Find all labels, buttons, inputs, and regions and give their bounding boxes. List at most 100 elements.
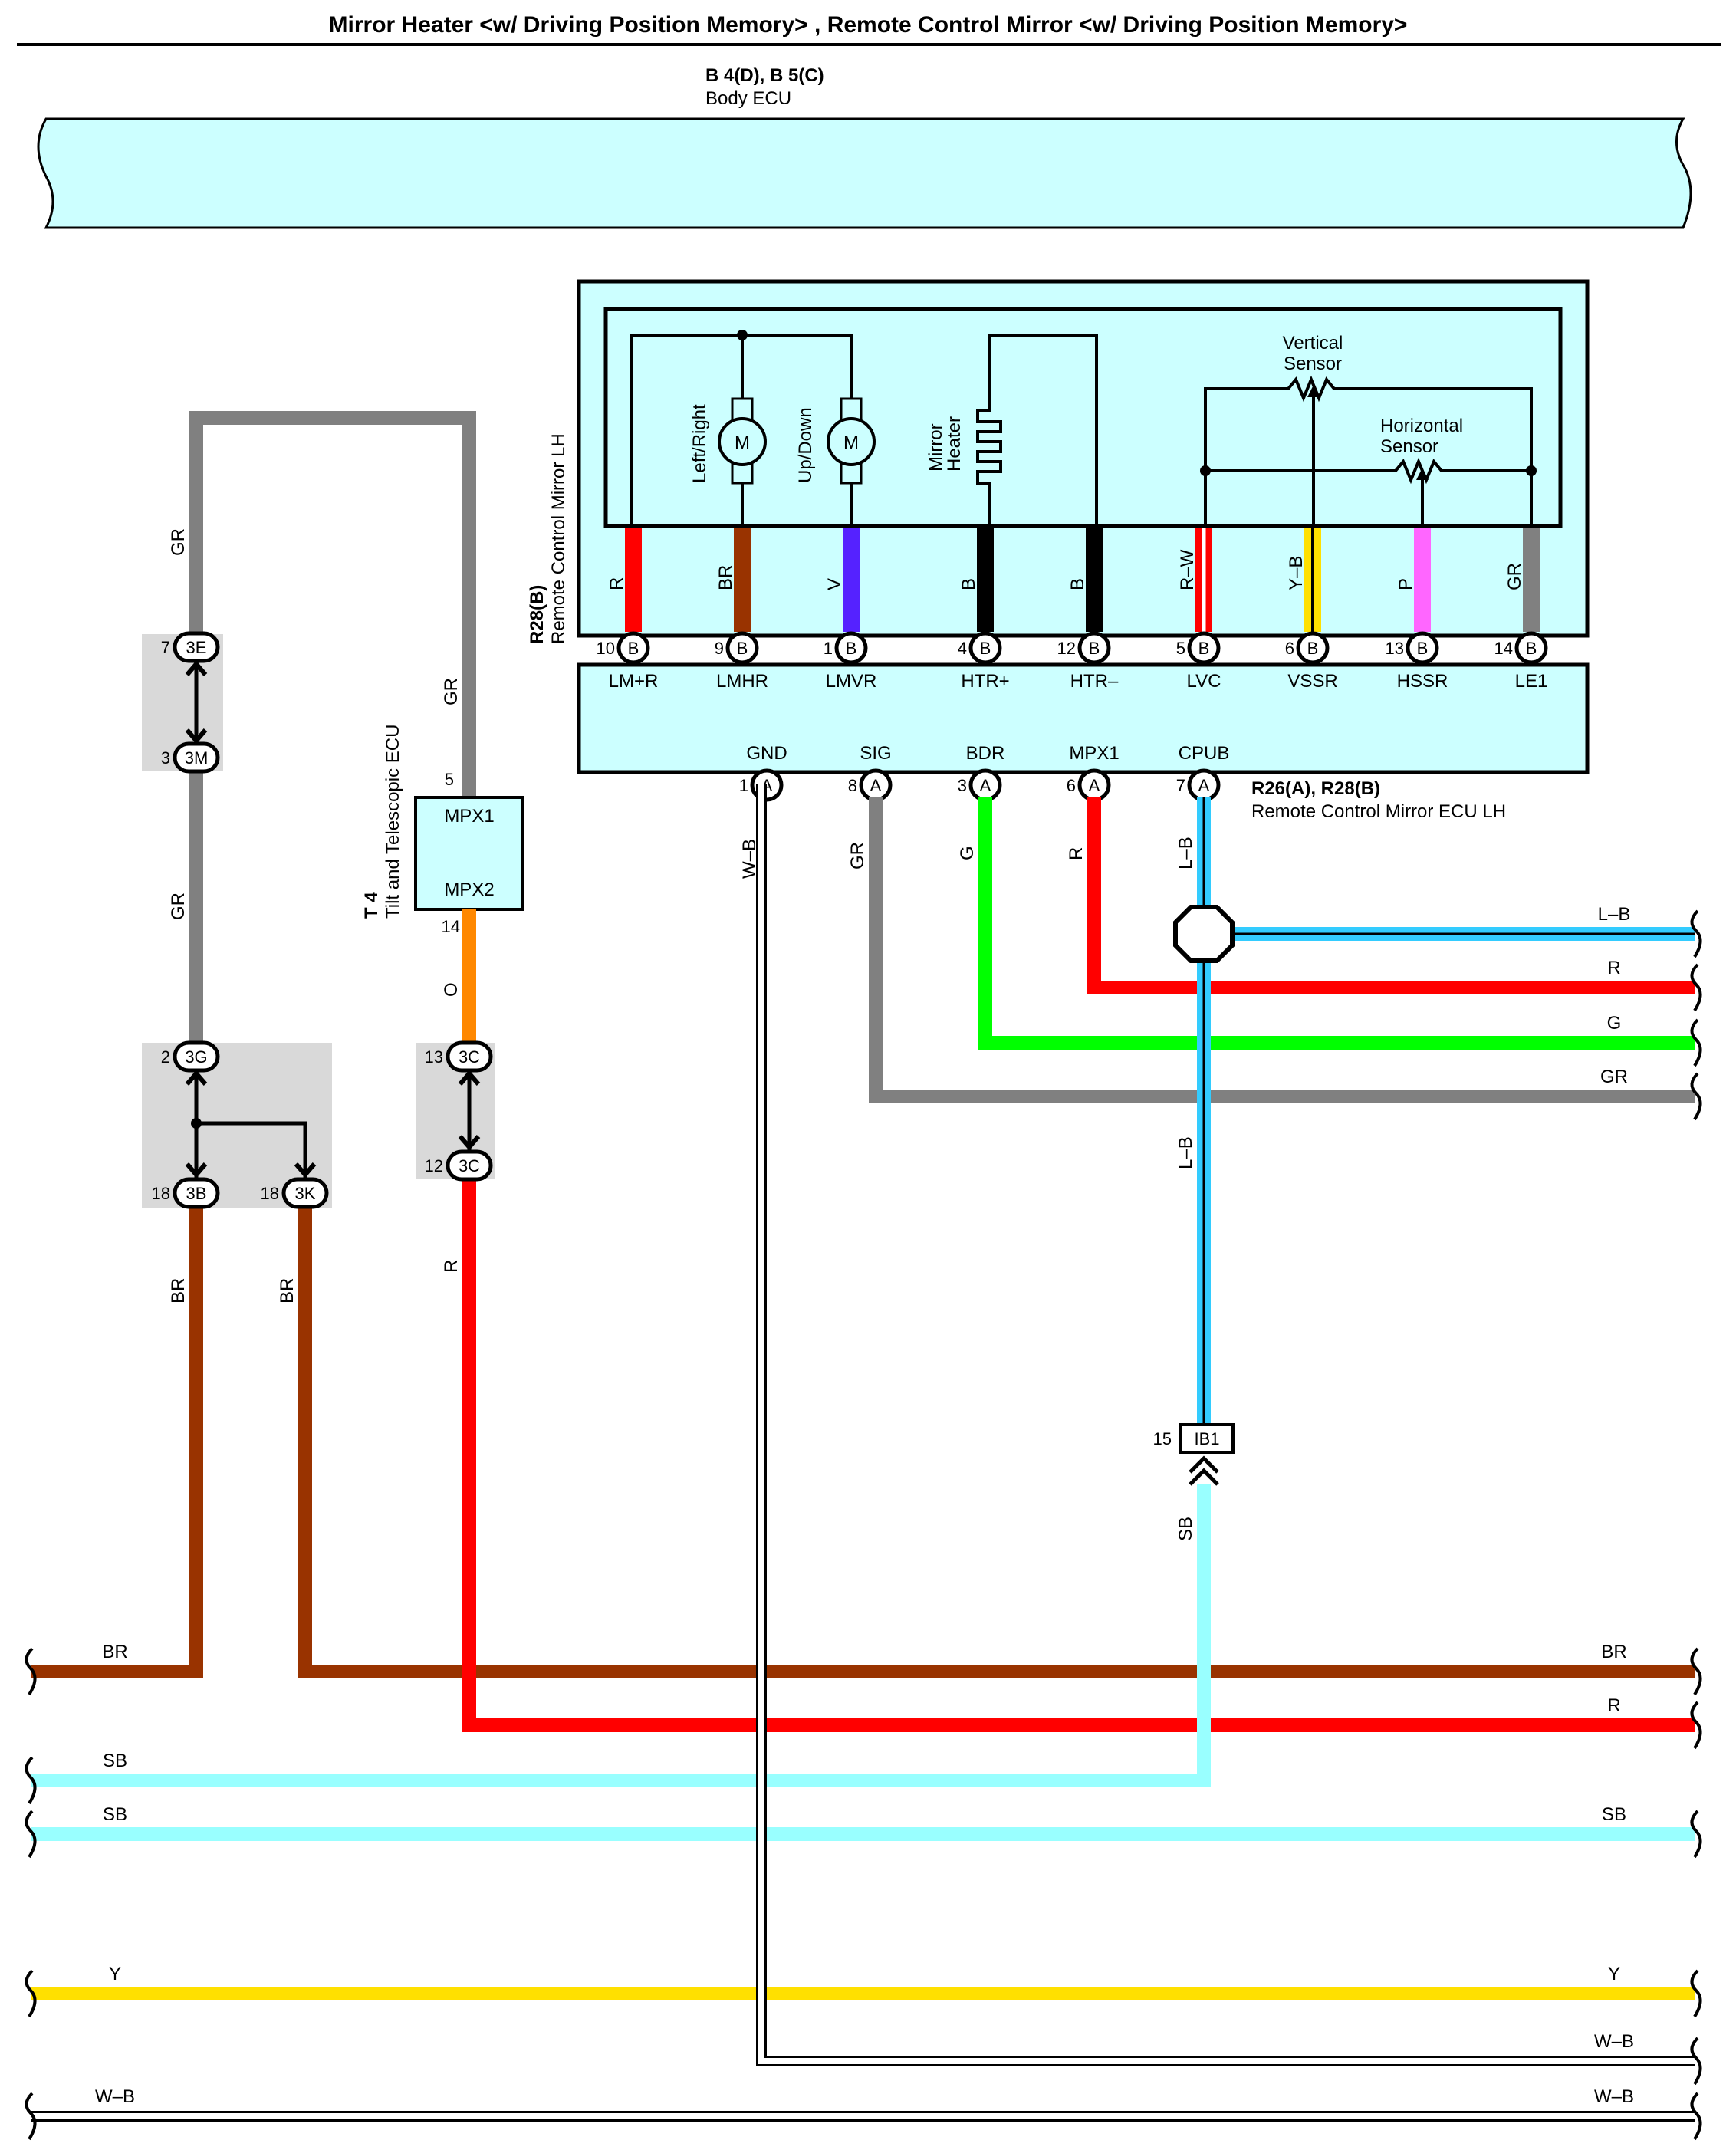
- ecu-pin-conn-2: A: [980, 776, 991, 795]
- mirror-pin-6: [1296, 631, 1330, 665]
- mirror-term-4: HTR–: [1070, 671, 1119, 692]
- junction-j3G-pin: 2: [161, 1047, 170, 1067]
- left-label-wb: W–B: [95, 2086, 135, 2107]
- link-3e-3m-arrow-up: [185, 660, 208, 676]
- mirror-wire-label-6: Y–B: [1286, 556, 1307, 590]
- ecu-term-3: MPX1: [1069, 743, 1119, 764]
- wire-label-gr-sig: GR: [847, 842, 868, 870]
- squiggle-r3: [1690, 1072, 1702, 1121]
- junction-j3C_bot-id: 3C: [459, 1156, 480, 1175]
- body-ecu-code: B 4(D), B 5(C): [705, 65, 824, 86]
- link-3c-arrow-up: [458, 1070, 481, 1086]
- mirror-terminals: B10LM+RB9LMHRB1LMVRB4HTR+B12HTR–B5LVCB6V…: [597, 631, 1548, 692]
- mirror-wire-4: [1086, 528, 1103, 632]
- wire-label-gr-1: GR: [168, 528, 189, 556]
- right-label-sb: SB: [1602, 1804, 1626, 1825]
- sensor-node-2: [1526, 465, 1537, 476]
- ecu-pin-conn-3: A: [1089, 776, 1100, 795]
- mirror-pin-5: [1187, 631, 1221, 665]
- mirror-wire-label-8: GR: [1504, 563, 1525, 590]
- mirror-term-6: VSSR: [1287, 671, 1337, 692]
- junction-j3M: [173, 741, 220, 774]
- mirror-wire-label-0: R: [607, 577, 627, 590]
- mirror-code: R28(B): [527, 585, 547, 644]
- mirror-term-3: HTR+: [961, 671, 1009, 692]
- right-label-r: R: [1607, 958, 1620, 978]
- ecu-term-0: GND: [746, 743, 787, 764]
- junction-j3G-id: 3G: [185, 1047, 207, 1067]
- junction-j3E-id: 3E: [186, 638, 207, 657]
- wire-end-brackets: [25, 909, 1702, 2141]
- squiggle-r7: [1690, 1969, 1702, 2018]
- junction-j3K-pin: 18: [261, 1184, 279, 1203]
- squiggle-r5: [1690, 1701, 1702, 1750]
- body-ecu-box: [37, 117, 1692, 229]
- label-heater-2: Heater: [944, 416, 965, 472]
- mirror-pin-8: [1514, 631, 1548, 665]
- ecu-pin-num-0: 1: [739, 776, 748, 795]
- label-up-down: Up/Down: [795, 407, 816, 483]
- mirror-pin-conn-5: B: [1198, 639, 1210, 658]
- wire-label-gr-2: GR: [168, 893, 189, 920]
- wire-label-lb-down: L–B: [1175, 1136, 1196, 1169]
- wire-label-g-bdr: G: [957, 846, 978, 860]
- svg-text:M: M: [735, 432, 750, 453]
- squiggle-l0: [25, 1647, 37, 1696]
- mirror-wire-label-7: P: [1396, 578, 1416, 590]
- junction-j3E: [173, 631, 220, 663]
- sensor-wiring: [1204, 375, 1533, 529]
- link-3c-arrow-down: [458, 1135, 481, 1151]
- mirror-pin-4: [1077, 631, 1111, 665]
- link-3b-arrow: [185, 1162, 208, 1179]
- junction-j3G: [173, 1040, 220, 1073]
- mirror-ecu-box: [577, 662, 1590, 774]
- right-label-br: BR: [1601, 1642, 1626, 1662]
- connector-ib1: [1179, 1423, 1235, 1454]
- squiggle-l4: [25, 2092, 37, 2141]
- mirror-wire-0: [625, 528, 642, 632]
- squiggle-r8: [1690, 2037, 1702, 2086]
- body-ecu-name: Body ECU: [705, 88, 791, 109]
- mirror-pin-num-8: 14: [1494, 639, 1513, 658]
- mirror-term-8: LE1: [1515, 671, 1548, 692]
- horizontal-sensor-arrow: [1416, 468, 1429, 480]
- ecu-pin-num-1: 8: [848, 776, 857, 795]
- tilt-ecu-name: Tilt and Telescopic ECU: [383, 725, 403, 919]
- mirror-pin-conn-1: B: [737, 639, 748, 658]
- mirror-wire-label-4: B: [1067, 578, 1088, 590]
- mirror-pin-num-6: 6: [1285, 639, 1294, 658]
- link-3e-3m-arrow-down: [185, 728, 208, 745]
- mirror-pin-conn-2: B: [846, 639, 857, 658]
- junction-j3B-id: 3B: [186, 1184, 207, 1203]
- squiggle-r6: [1690, 1810, 1702, 1859]
- mirror-pin-3: [968, 631, 1002, 665]
- mirror-pin-7: [1406, 631, 1439, 665]
- wire-r-tilt: [462, 1169, 1695, 1732]
- mirror-pin-num-1: 9: [715, 639, 724, 658]
- mirror-wire-label-2: V: [824, 578, 845, 590]
- mirror-wire-label-5: R–W: [1177, 549, 1198, 590]
- mirror-term-0: LM+R: [609, 671, 659, 692]
- svg-text:M: M: [843, 432, 859, 453]
- right-label-g: G: [1607, 1013, 1622, 1034]
- mirror-pin-num-7: 13: [1386, 639, 1404, 658]
- mirror-pin-conn-4: B: [1089, 639, 1100, 658]
- motor-bus-node: [737, 330, 748, 340]
- label-left-right: Left/Right: [689, 404, 710, 483]
- tilt-ecu-mpx2: MPX2: [444, 879, 494, 900]
- squiggle-r4: [1690, 1647, 1702, 1696]
- mirror-pin-num-3: 4: [958, 639, 967, 658]
- junction-j3B-pin: 18: [152, 1184, 170, 1203]
- link-3g-3k: [196, 1121, 307, 1179]
- mirror-pin-conn-0: B: [628, 639, 639, 658]
- mirror-wire-2: [843, 528, 860, 632]
- link-3g-node: [191, 1118, 202, 1129]
- motor-left-right: M: [718, 397, 767, 485]
- ecu-pin-num-2: 3: [958, 776, 967, 795]
- wire-r-mpx1: [1087, 797, 1695, 994]
- splice-hexagon: [1173, 905, 1235, 963]
- mirror-term-7: HSSR: [1397, 671, 1448, 692]
